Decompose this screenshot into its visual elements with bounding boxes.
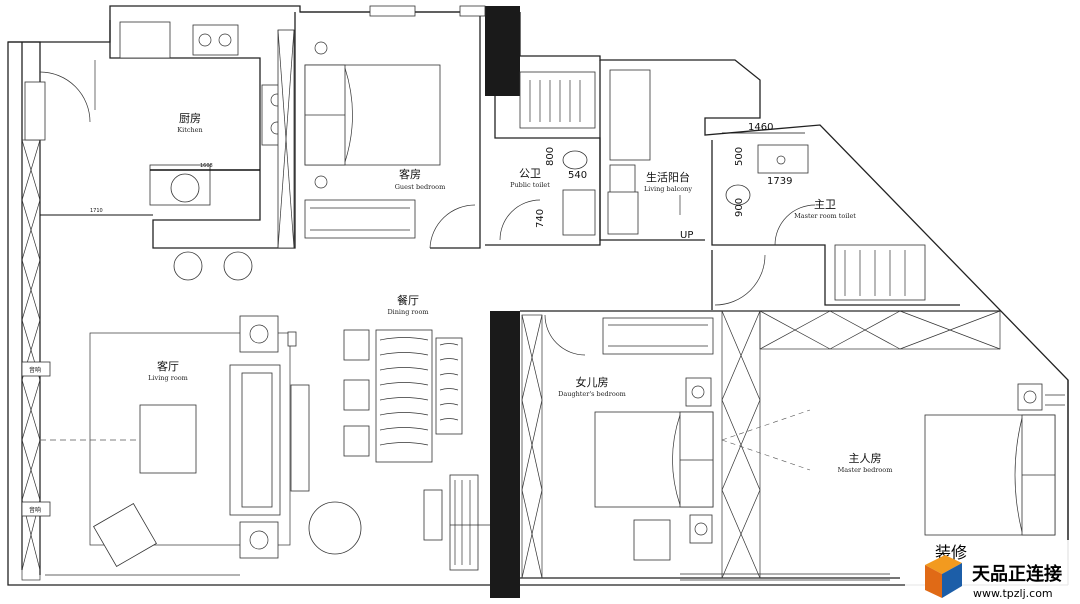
daughters-bedroom-label-cn: 女儿房 xyxy=(576,375,609,389)
daughters-bedroom-area: 女儿房 Daughter's bedroom xyxy=(521,314,714,579)
watermark-brand: 天品正连接 xyxy=(972,563,1062,585)
master-bedroom-label-cn: 主人房 xyxy=(849,452,882,465)
dim-900: 900 xyxy=(734,198,745,217)
guest-bedroom-label-en: Guest bedroom xyxy=(395,183,446,191)
corridor xyxy=(520,250,1000,312)
dining-room-label-cn: 餐厅 xyxy=(397,293,419,307)
public-toilet-label-cn: 公卫 xyxy=(519,167,541,180)
bottom-window-marks xyxy=(45,573,890,581)
dim-800: 800 xyxy=(545,147,556,166)
kitchen-area: 1608 1710 厨房 Kitchen xyxy=(39,12,296,281)
watermark: 装修 天品正连接 www.tpzlj.com xyxy=(905,540,1080,604)
living-balcony-label-cn: 生活阳台 xyxy=(646,170,690,184)
speaker-top-label: 音响 xyxy=(29,366,41,374)
living-balcony-area: 生活阳台 Living balcony UP xyxy=(599,60,705,241)
left-window-band xyxy=(21,81,51,581)
structural-column-top xyxy=(485,6,520,96)
watermark-url: www.tpzlj.com xyxy=(973,587,1053,600)
master-bedroom-label-en: Master bedroom xyxy=(838,466,893,474)
living-balcony-label-en: Living balcony xyxy=(644,185,692,193)
kitchen-label-cn: 厨房 xyxy=(179,112,201,125)
dim-740: 740 xyxy=(535,209,546,228)
structural-wall-bottom xyxy=(490,311,520,598)
guest-bedroom-area: 客房 Guest bedroom xyxy=(300,5,486,249)
dim-1710: 1710 xyxy=(90,208,103,214)
living-room-label-cn: 客厅 xyxy=(157,359,179,373)
master-toilet-label-cn: 主卫 xyxy=(814,198,836,211)
daughters-bedroom-label-en: Daughter's bedroom xyxy=(558,390,626,398)
public-toilet-label-en: Public toilet xyxy=(510,181,550,189)
dim-1608: 1608 xyxy=(200,163,213,169)
dim-540: 540 xyxy=(568,170,587,181)
dim-1460: 1460 xyxy=(748,122,773,133)
dim-1739: 1739 xyxy=(767,176,792,187)
living-room-area: 客厅 Living room 音响 音响 xyxy=(29,315,490,571)
master-toilet-label-en: Master room toilet xyxy=(794,212,856,220)
dining-area: 餐厅 Dining room xyxy=(343,293,463,463)
master-bedroom-area: 主人房 Master bedroom xyxy=(759,310,1065,536)
master-toilet-area: 1460 500 1739 900 主卫 Master room toilet xyxy=(711,122,960,306)
closet-divider xyxy=(721,310,811,579)
dining-room-label-en: Dining room xyxy=(387,308,428,316)
up-label: UP xyxy=(680,230,693,241)
living-room-label-en: Living room xyxy=(148,374,188,382)
guest-bedroom-label-cn: 客房 xyxy=(399,167,421,181)
kitchen-label-en: Kitchen xyxy=(177,126,202,134)
brand-logo-icon xyxy=(925,555,962,598)
exterior-walls xyxy=(7,5,1069,586)
dim-500: 500 xyxy=(734,147,745,166)
public-toilet-area: 800 540 740 公卫 Public toilet xyxy=(485,71,601,246)
speaker-bottom-label: 音响 xyxy=(29,506,41,514)
